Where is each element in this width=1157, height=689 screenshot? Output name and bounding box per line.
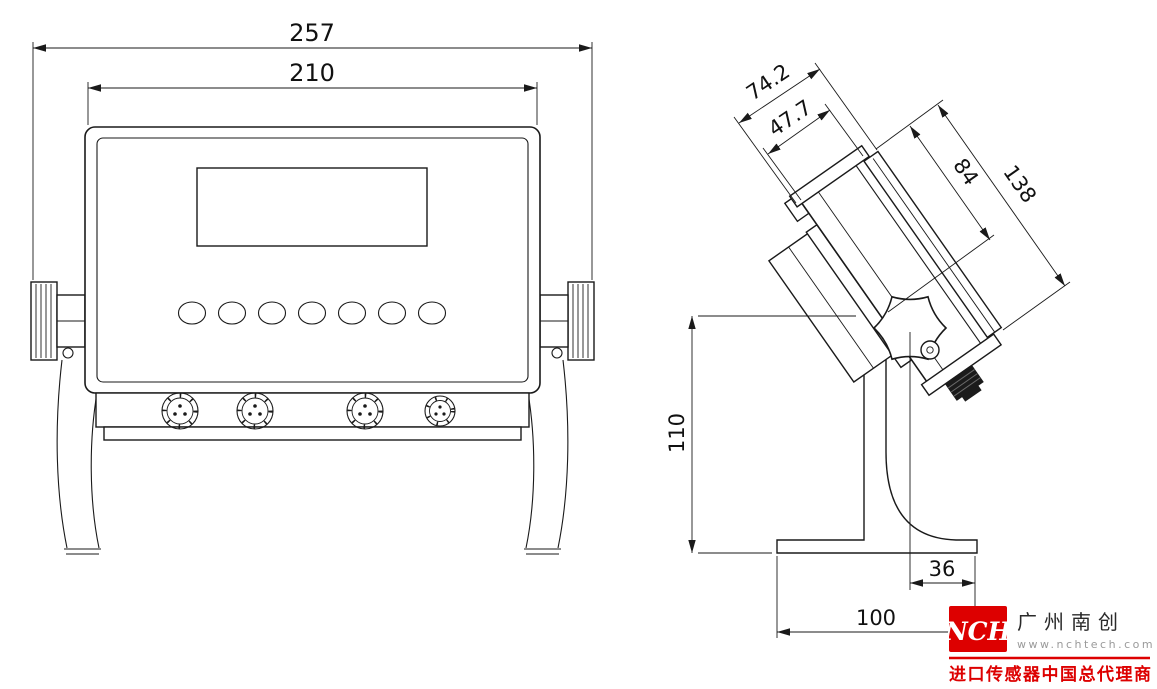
left-clamp-knob	[30, 281, 86, 361]
top-end-cap	[788, 144, 871, 208]
cable-gland-nub	[961, 385, 982, 402]
extension-line	[762, 147, 802, 201]
knob-screw	[920, 340, 940, 360]
panel-button	[177, 301, 207, 325]
side-view: 74.2 47.7 84 138 110 36	[665, 59, 1071, 638]
extension-line	[814, 62, 878, 151]
dimension-line-housing-depth	[767, 109, 831, 155]
knob-knurl-lines	[35, 284, 52, 358]
dimension-line-overall-depth	[738, 68, 821, 124]
dim-label-pivot-offset: 36	[929, 557, 956, 581]
extension-line	[733, 116, 797, 204]
bottom-housing	[95, 392, 530, 428]
extension-line	[1002, 281, 1071, 331]
bracket-arms	[56, 359, 569, 555]
knob-knurl-lines	[572, 284, 589, 358]
connector-3	[346, 392, 384, 430]
dim-label-base-length: 100	[856, 606, 896, 630]
bracket-arm-line	[788, 246, 874, 369]
front-view: 257 210	[30, 19, 595, 555]
bottom-trim	[103, 426, 522, 441]
dim-label-body-width: 210	[289, 59, 335, 87]
dim-label-stand-height: 110	[665, 413, 689, 453]
connector-2	[236, 392, 274, 430]
dim-label-overall-depth: 74.2	[742, 59, 794, 105]
logo-block: NCH 广州南创 www.nchtech.com 进口传感器中国总代理商	[944, 606, 1155, 685]
knob-knurl-body	[567, 281, 595, 361]
bezel-line	[872, 158, 996, 333]
cable-connectors	[161, 392, 456, 430]
left-arm-inner-edge	[90, 392, 100, 549]
right-clamp-knob	[539, 281, 595, 361]
dim-label-housing-depth: 47.7	[764, 95, 816, 141]
connector-4	[424, 395, 456, 427]
keypad-row	[177, 301, 447, 325]
connector-1	[161, 392, 199, 430]
logo-box	[949, 606, 1007, 652]
panel-button	[337, 301, 367, 325]
panel-button	[377, 301, 407, 325]
panel-button	[417, 301, 447, 325]
knob-knurl-body	[30, 281, 58, 361]
housing-outline	[84, 126, 541, 394]
shaft-screw	[551, 347, 563, 359]
panel-button	[257, 301, 287, 325]
logo-tagline: 进口传感器中国总代理商	[949, 664, 1153, 685]
company-name: 广州南创	[1017, 610, 1125, 634]
logo-abbr: NCH	[944, 617, 1013, 646]
extension-line	[824, 103, 864, 157]
shaft-screw	[62, 347, 74, 359]
dim-label-overall-width: 257	[289, 19, 335, 47]
website-url: www.nchtech.com	[1017, 638, 1155, 651]
cable-gland-ribs	[947, 369, 981, 397]
left-arm-outer-edge	[56, 359, 68, 549]
stand-bracket	[776, 311, 978, 554]
housing-edge-line	[854, 163, 983, 346]
dim-label-pivot-length: 84	[948, 154, 983, 190]
panel-button	[297, 301, 327, 325]
extension-line	[875, 99, 944, 150]
display-window	[196, 167, 428, 247]
front-panel-outline	[96, 137, 529, 383]
panel-button	[217, 301, 247, 325]
front-dimensions: 257 210	[32, 19, 593, 280]
right-arm-outer-edge	[557, 359, 569, 549]
dimension-line-overall-length	[937, 104, 1066, 287]
right-arm-inner-edge	[525, 392, 535, 549]
knob-screw-center	[926, 346, 934, 354]
